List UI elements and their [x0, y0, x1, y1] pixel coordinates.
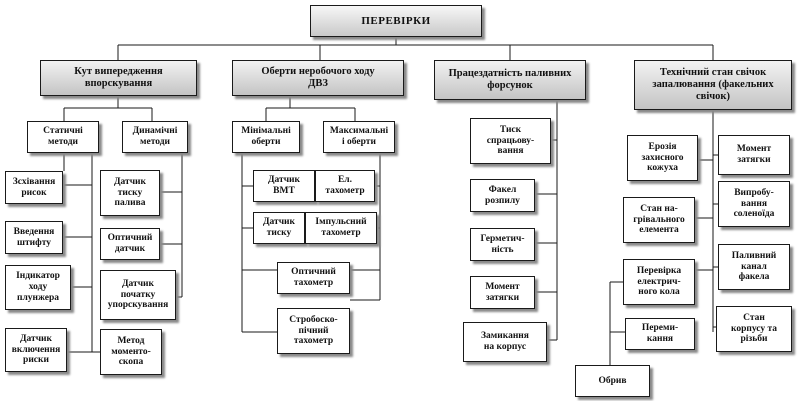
plunger-stroke-indicator: Індикатор ходу плунжера: [5, 265, 71, 310]
shield-erosion: Ерозія захисного кожуха: [627, 135, 698, 181]
tightness: Герметич- ність: [470, 228, 535, 261]
spray-pattern: Факел розпилу: [470, 179, 535, 212]
plug-tightening-torque: Момент затягки: [718, 135, 790, 175]
impulse-tachometer: Імпульсний тахометр: [305, 212, 377, 244]
category-idle-rpm: Оберти неробочого ходу ДВЗ: [232, 60, 404, 96]
max-rpm: Максимальні і оберти: [323, 121, 395, 153]
optical-tachometer: Оптичний тахометр: [277, 262, 350, 294]
short-circuit: Переми- кання: [625, 318, 695, 350]
pressure-sensor: Датчик тиску: [253, 212, 305, 244]
pin-insertion: Введення штифту: [5, 221, 63, 254]
optical-sensor: Оптичний датчик: [100, 228, 160, 260]
body-and-thread-state: Стан корпусу та різьби: [716, 306, 792, 352]
solenoid-test: Випробу- вання соленоїда: [718, 181, 790, 227]
tdc-sensor: Датчик ВМТ: [253, 170, 315, 202]
min-rpm: Мінімальні оберти: [232, 121, 300, 153]
mark-switch-sensor: Датчик включення риски: [5, 328, 67, 372]
flame-fuel-channel: Паливний канал факела: [718, 244, 790, 290]
mark-alignment: Зсхівання рисок: [5, 171, 63, 204]
root-checks: ПЕРЕВІРКИ: [310, 5, 482, 37]
category-injector-performance: Працездатність паливних форсунок: [434, 60, 586, 100]
short-to-ground: Замикання на корпус: [463, 322, 547, 362]
momentoscope-method: Метод моменто- скопа: [100, 329, 162, 375]
injection-start-sensor: Датчик початку упорскування: [100, 270, 176, 320]
static-methods: Статичні методи: [27, 121, 99, 153]
electric-tachometer: Ел. тахометр: [315, 170, 375, 202]
stroboscopic-tachometer: Стробоско- пічний тахометр: [277, 308, 350, 354]
injector-tightening-torque: Момент затягки: [470, 276, 535, 309]
category-spark-plug-condition: Технічний стан свічок запалювання (факел…: [634, 60, 792, 110]
heating-element-state: Стан на- грівального елемента: [623, 197, 695, 243]
fuel-pressure-sensor: Датчик тиску палива: [100, 170, 160, 216]
electric-circuit-check: Перевірка електрич- ного кола: [623, 259, 695, 305]
category-injection-angle: Кут випередження впорскування: [40, 60, 197, 96]
opening-pressure: Тиск спрацьову- вання: [470, 118, 551, 164]
dynamic-methods: Динамічні методи: [122, 121, 188, 153]
open-circuit: Обрив: [575, 365, 650, 397]
